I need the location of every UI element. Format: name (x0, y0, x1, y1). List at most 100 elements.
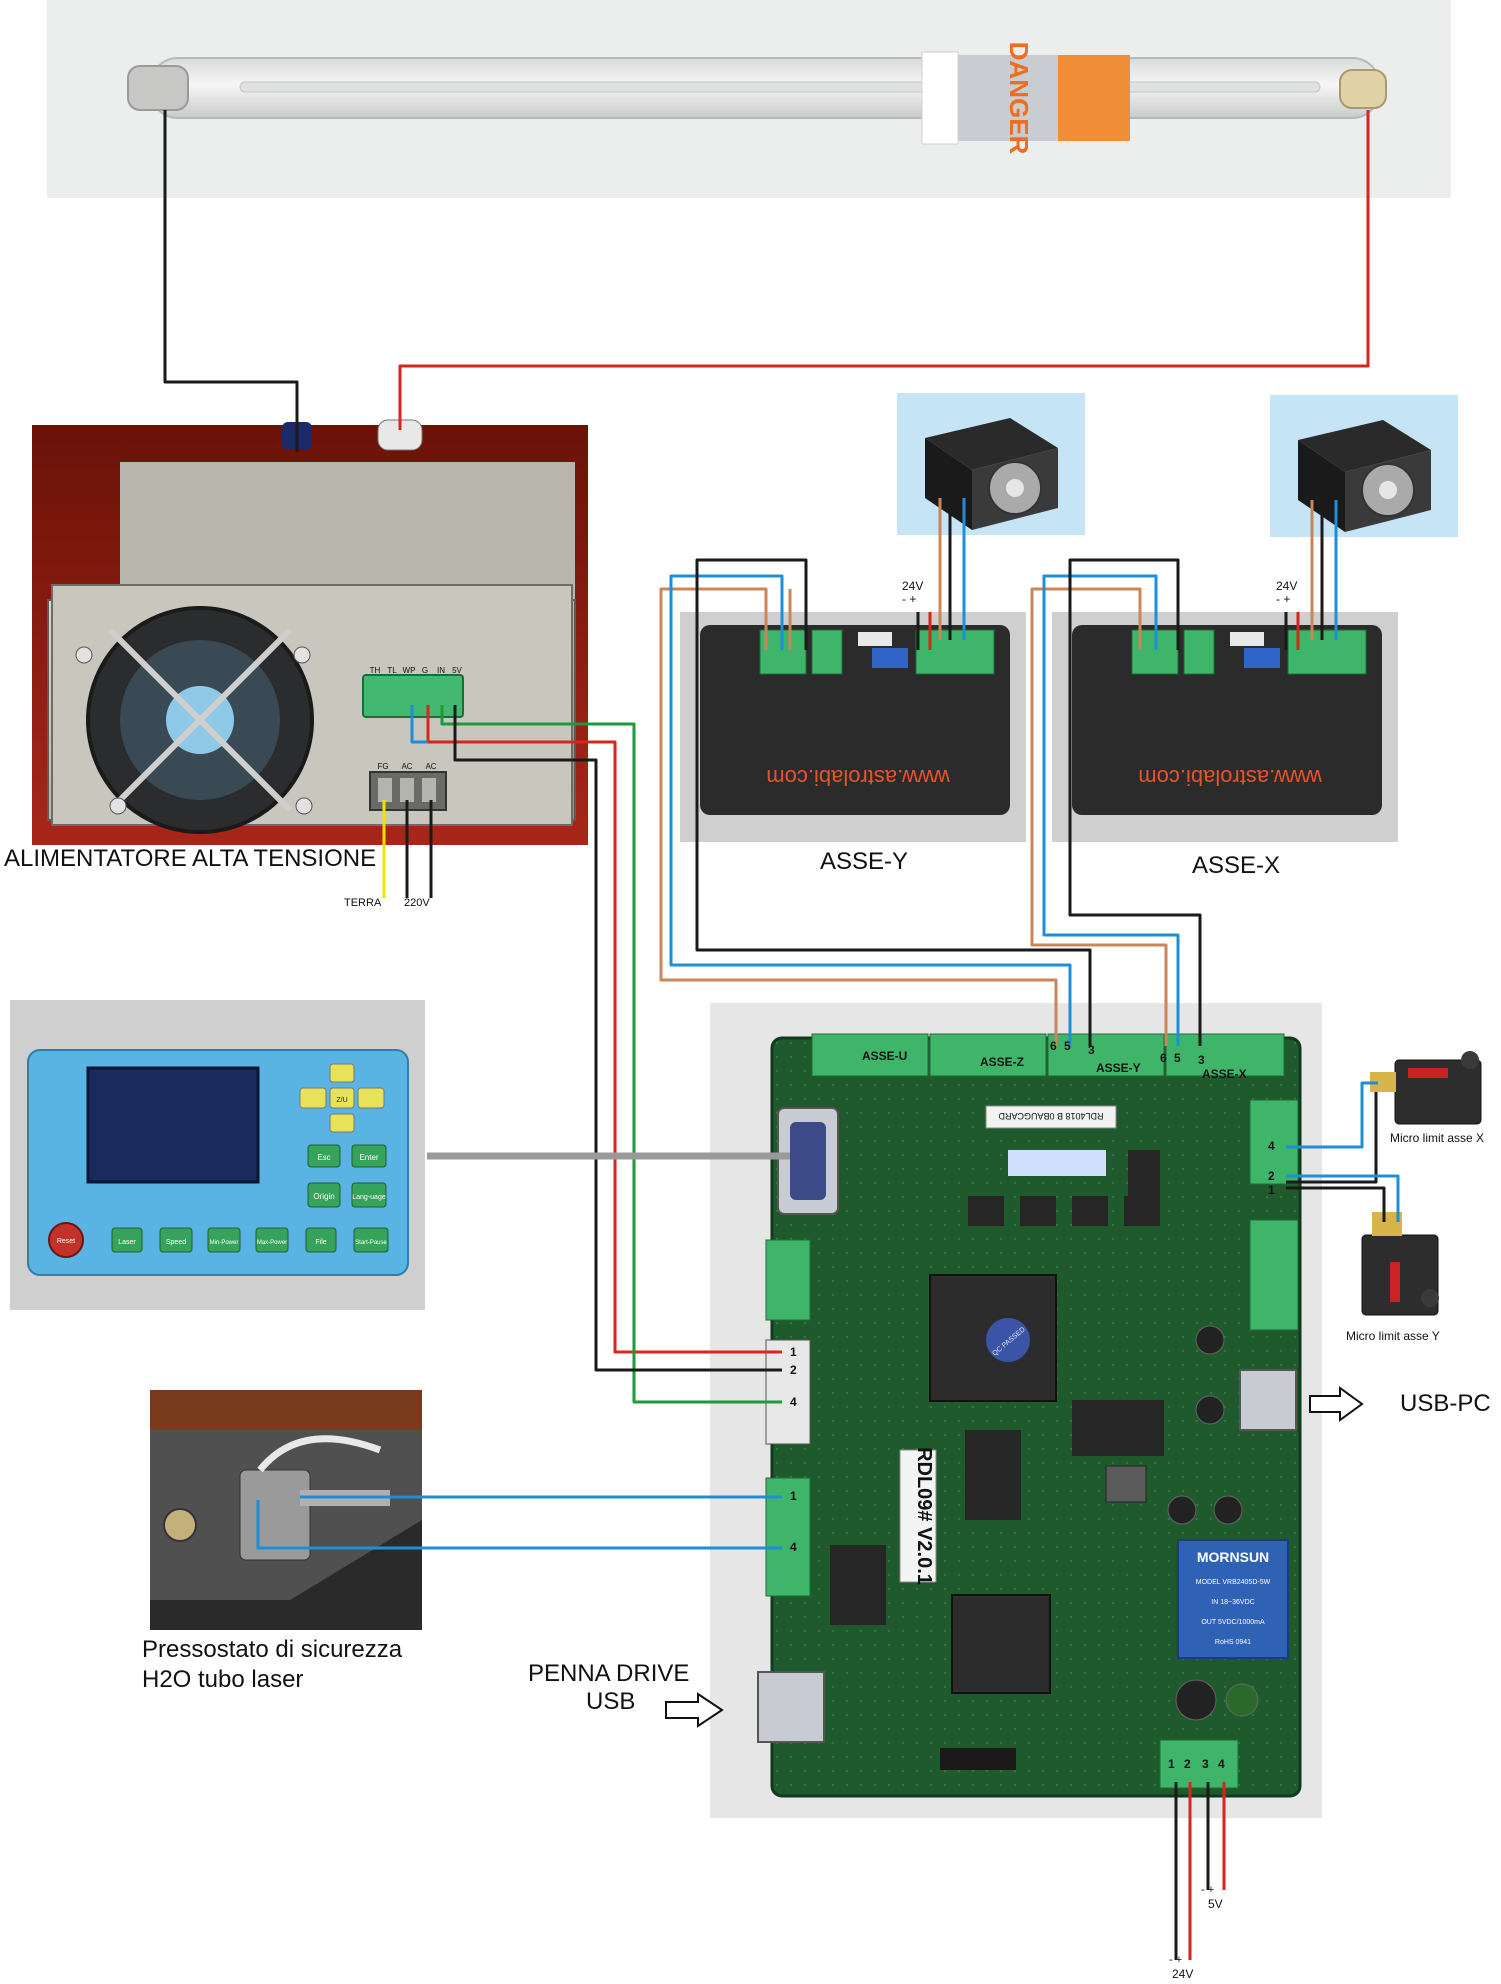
panel-key-laser-label: Laser (118, 1239, 136, 1246)
limit-switch-x (1370, 1051, 1482, 1125)
tube-warning-text: DANGER (1004, 42, 1034, 155)
driver-x: www.astrolabi.com (1052, 612, 1398, 842)
module-model: MODEL VRB2405D-5W (1196, 1579, 1271, 1586)
panel-key-esc-label: Esc (317, 1153, 330, 1162)
driver-x-supply-label: 24V (1276, 579, 1298, 593)
board-model-text: RDL09# V2.0.1 (913, 1447, 935, 1585)
board-connector-aux (1249, 1219, 1299, 1331)
board-power-pin-4: 4 (1218, 1757, 1225, 1771)
psu-ac-1: AC (401, 762, 412, 771)
supply-24v-label: 24V (1172, 1967, 1194, 1981)
module-brand: MORNSUN (1197, 1549, 1269, 1565)
board-pin-y-5: 5 (1064, 1039, 1071, 1053)
tube-right-cap (1339, 69, 1387, 109)
driver-y-axis-label: ASSE-Y (820, 848, 909, 875)
board-chip-b (1128, 1150, 1160, 1196)
panel-key-center (329, 1087, 355, 1109)
board-part-sticker (985, 1105, 1117, 1129)
panel-key-up (329, 1063, 355, 1083)
board-limit-pin-4: 4 (1268, 1139, 1275, 1153)
panel-key-speed (159, 1227, 193, 1253)
panel-key-enter-label: Enter (359, 1153, 378, 1162)
board-usb-device-port (1239, 1369, 1297, 1431)
pen-drive-label-line1: PENNA DRIVE (528, 1660, 690, 1687)
board-dc-module: MORNSUN MODEL VRB2405D-5W IN 18~36VDC OU… (1177, 1539, 1289, 1659)
pressure-switch-label-line1: Pressostato di sicurezza (142, 1636, 403, 1663)
panel-key-origin (307, 1182, 341, 1208)
driver-x-mid-terminal (1183, 629, 1215, 675)
psu-terminal-tl: TL (387, 666, 397, 675)
board-ram (965, 1430, 1021, 1520)
panel-key-file (305, 1227, 337, 1253)
board-connector-asse-y (1047, 1033, 1165, 1077)
motor-y-shaft (1006, 479, 1024, 497)
board-flash (830, 1545, 886, 1625)
panel-key-reset (48, 1222, 84, 1258)
panel-key-min-power (207, 1227, 241, 1253)
board-connector-asse-x (1165, 1033, 1285, 1077)
panel-key-left (299, 1087, 327, 1109)
driver-y-brand: www.astrolabi.com (766, 765, 950, 790)
board-connector-asse-u (811, 1033, 929, 1077)
panel-key-language (351, 1182, 387, 1208)
psu-terminal-5v: 5V (452, 666, 462, 675)
panel-key-reset-label: Reset (57, 1238, 75, 1245)
limit-x-label: Micro limit asse X (1390, 1131, 1485, 1145)
board-chip-f (1124, 1196, 1160, 1226)
board-pin-x-6: 6 (1160, 1051, 1167, 1065)
board-limit-pin-1: 1 (1268, 1183, 1275, 1197)
board-psu-pin-1: 1 (790, 1345, 797, 1359)
wire-psu-green (440, 705, 782, 1404)
wire-limit-x-black (1286, 1092, 1378, 1184)
board-pin-header (940, 1748, 1016, 1770)
hv-power-supply: TH TL WP G IN 5V FG AC AC (32, 419, 588, 845)
psu-fan-guard-b (107, 627, 293, 813)
board-chip-a (1072, 1400, 1164, 1456)
panel-key-max-power-label: Max-Power (257, 1240, 287, 1246)
panel-key-esc (307, 1144, 341, 1168)
psu-terminal-th: TH (370, 666, 381, 675)
board-connector-power (1159, 1739, 1239, 1789)
pen-drive-label-line2: USB (586, 1688, 636, 1715)
panel-key-start-pause (353, 1227, 389, 1253)
pressure-switch-label-line2: H2O tubo laser (142, 1666, 304, 1693)
board-power-pin-3: 3 (1202, 1757, 1209, 1771)
wire-x-black (1068, 558, 1202, 1046)
arrow-usb-pc (1309, 1386, 1364, 1422)
driver-x-dip-switch (1244, 648, 1280, 668)
board-connector-psu (765, 1339, 811, 1445)
board-usb-host-port (757, 1671, 825, 1743)
board-psu-pin-2: 2 (790, 1363, 797, 1377)
arrow-pen-drive (665, 1692, 724, 1728)
module-in: IN 18~36VDC (1211, 1599, 1254, 1606)
board-power-pin-1: 1 (1168, 1757, 1175, 1771)
wires (163, 110, 1400, 1960)
board-chip-d (1020, 1196, 1056, 1226)
supply-24v-polarity: - + (1169, 1954, 1183, 1966)
driver-x-brand: www.astrolabi.com (1138, 765, 1322, 790)
panel-key-center-label: Z/U (336, 1097, 347, 1104)
driver-y-power-terminal (915, 629, 995, 675)
board-pin-x-3: 3 (1198, 1053, 1205, 1067)
panel-key-start-pause-label: Start-Pause (355, 1240, 387, 1246)
psu-ac-fg: FG (377, 762, 388, 771)
board-barcode (1008, 1150, 1106, 1176)
driver-x-polarity-label: - + (1276, 592, 1291, 606)
board-chip-c (968, 1196, 1004, 1226)
panel-key-laser (111, 1227, 143, 1253)
wire-limit-x-blue (1286, 1081, 1378, 1149)
usb-pc-label: USB-PC (1400, 1390, 1491, 1417)
driver-y: www.astrolabi.com (680, 612, 1026, 842)
psu-screw-b (293, 646, 311, 664)
tube-inner (239, 81, 1321, 93)
board-label-asse-z: ASSE-Z (980, 1055, 1025, 1069)
tube-label-silver (958, 55, 1058, 141)
panel-lcd (86, 1066, 260, 1184)
panel-key-speed-label: Speed (166, 1239, 186, 1246)
motor-y (897, 393, 1085, 535)
psu-screw-d (295, 797, 313, 815)
board-connector-left-top (765, 1239, 811, 1321)
psu-label: ALIMENTATORE ALTA TENSIONE (4, 845, 377, 872)
board-chip-e (1072, 1196, 1108, 1226)
